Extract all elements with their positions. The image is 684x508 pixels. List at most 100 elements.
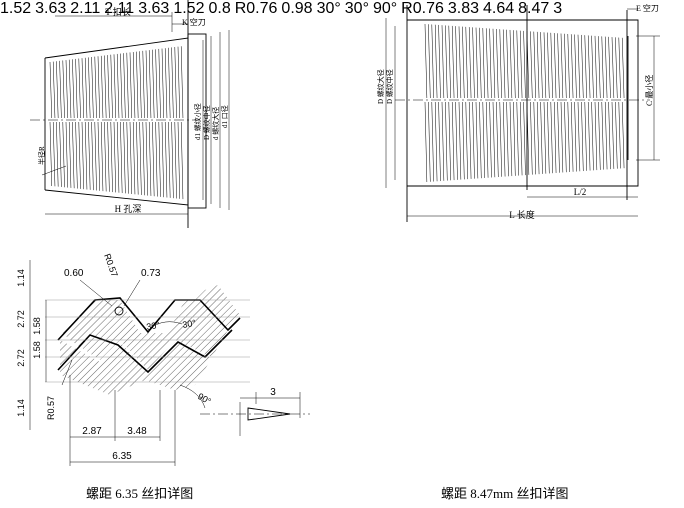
fig2-thread-line — [434, 24, 438, 99]
fig1-thread-line — [104, 121, 107, 192]
fig2-l-label: L 长度 — [509, 209, 534, 220]
fig2-thread-line — [601, 36, 604, 99]
fig4-ext-1: 3.83 4.64 8.47 3 — [448, 0, 562, 17]
fig4-90: 90° — [372, 0, 398, 17]
fig2-c-label: C 最小径 — [644, 75, 654, 106]
fig4-152-top: 1.52 — [0, 0, 32, 17]
fig2-thread-line — [560, 33, 564, 99]
fig1-thread-line — [59, 121, 62, 187]
fig1-thread-line — [120, 53, 123, 119]
fig1-thread-line — [56, 61, 59, 119]
fig2-thread-line — [424, 23, 428, 99]
fig2-thread-line — [560, 101, 564, 173]
fig3-r057-bot: R0.57 — [46, 396, 56, 420]
fig2-thread-line — [581, 101, 584, 172]
fig2-thread-line — [468, 101, 472, 179]
fig4-dim-bottom-2: 3.83 4.64 8.47 3 — [448, 0, 562, 17]
fig3-287: 2.87 — [82, 426, 102, 437]
fig2-thread-line — [543, 101, 547, 174]
fig2-thread-line — [431, 24, 434, 99]
fig1-thread-hatching — [49, 46, 184, 200]
fig3-158-bot: 1.58 — [32, 341, 42, 359]
fig3-073: 0.73 — [141, 268, 161, 279]
fig2-thread-line — [489, 101, 492, 178]
fig2-thread-line — [499, 29, 502, 99]
fig4-dim-left-outer: 1.52 3.63 2.11 2.11 3.63 1.52 0.8 R0.76 … — [0, 0, 562, 17]
fig1-thread-line — [107, 121, 110, 192]
fig4-90-arc: R0.76 3.83 4.64 8.47 3 — [401, 0, 562, 17]
fig4-hatch-upper: 1.52 3.63 2.11 2.11 3.63 1.52 0.8 R0.76 … — [0, 0, 562, 17]
fig2-thread-line — [577, 34, 581, 99]
fig3-114-bot: 1.14 — [16, 399, 26, 417]
fig2-thread-line — [574, 34, 577, 99]
fig1-thread-line — [155, 49, 158, 119]
fig1-thread-line — [155, 121, 158, 197]
fig1-d-label: d 螺纹大径 — [211, 107, 220, 140]
fig3-hatch-lower — [60, 340, 212, 395]
fig2-thread-line — [434, 101, 438, 182]
fig3-r057-top: R0.57 — [102, 252, 120, 278]
fig1-thread-line — [110, 121, 113, 193]
fig2-thread-line — [523, 30, 526, 99]
fig1-thread-line — [120, 121, 123, 194]
fig1-thread-line — [88, 121, 91, 190]
fig1-groove — [187, 33, 207, 209]
fig1-thread-line — [177, 46, 181, 119]
fig2-thread-line — [581, 34, 584, 99]
fig1-thread-line — [168, 47, 171, 119]
fig2-thread-line — [608, 101, 611, 170]
fig4-ref-2: 1.52 3.63 2.11 2.11 3.63 1.52 0.8 R0.76 … — [0, 0, 562, 17]
fig3-30b: 30° — [182, 318, 198, 330]
fig1-thread-line — [75, 121, 78, 189]
fig4-30a: 30° — [316, 0, 341, 17]
fig2-thread-line — [455, 26, 458, 99]
fig2-thread-line — [591, 101, 594, 171]
fig-detail-635: 1.14 2.72 1.58 1.58 2.72 1.14 0.60 R0.57… — [16, 252, 310, 466]
fig2-thread-line — [445, 25, 448, 99]
fig1-thread-line — [161, 121, 165, 198]
fig1-thread-line — [68, 59, 72, 119]
fig-internal-thread: T 扣长 K 空刀 d1 螺纹小径 D 螺纹中径 d 螺纹大径 d1 口径 半径… — [30, 0, 230, 228]
fig1-thread-line — [49, 121, 53, 187]
fig2-thread-line — [472, 27, 475, 99]
fig3-radius-top — [114, 306, 124, 316]
fig2-thread-line — [441, 25, 445, 99]
fig1-thread-line — [110, 54, 113, 119]
fig2-thread-line — [553, 33, 557, 99]
fig2-thread-line — [468, 27, 472, 99]
fig2-thread-line — [536, 31, 540, 99]
fig2-thread-line — [594, 35, 598, 99]
fig1-thread-line — [145, 50, 149, 119]
fig2-thread-line — [540, 101, 543, 174]
fig2-thread-line — [611, 37, 615, 99]
fig3-angle-arc — [149, 321, 183, 329]
fig2-thread-line — [489, 28, 492, 99]
fig1-thread-line — [171, 47, 174, 119]
fig1-thread-line — [84, 57, 88, 119]
fig4-152-bot: 1.52 — [173, 0, 205, 17]
fig2-thread-line — [618, 37, 621, 99]
fig2-thread-hatching — [424, 23, 625, 183]
fig2-thread-line — [506, 29, 509, 99]
fig1-thread-line — [126, 52, 129, 119]
fig4-098: 0.98 — [281, 0, 313, 17]
fig1-d0-label: d1 口径 — [220, 105, 229, 128]
fig2-thread-line — [458, 101, 462, 180]
fig3-060-leader — [79, 279, 113, 307]
fig2-thread-line — [567, 33, 570, 99]
fig2-thread-line — [465, 26, 468, 99]
fig1-thread-line — [68, 121, 72, 188]
fig4-383: 3.83 — [447, 0, 480, 17]
fig1-thread-line — [136, 51, 139, 119]
fig1-d1-label: d1 螺纹小径 — [193, 103, 202, 140]
fig2-thread-line — [604, 101, 608, 170]
fig2-thread-line — [557, 101, 560, 173]
fig1-thread-line — [81, 121, 85, 190]
fig2-thread-line — [553, 101, 557, 173]
fig3-060: 0.60 — [64, 268, 84, 279]
fig3-272-bot: 2.72 — [16, 349, 26, 367]
fig3-635: 6.35 — [112, 451, 132, 462]
fig2-e-label: E 空刀 — [636, 3, 659, 13]
fig2-thread-line — [584, 35, 587, 99]
fig1-thread-line — [129, 121, 133, 195]
